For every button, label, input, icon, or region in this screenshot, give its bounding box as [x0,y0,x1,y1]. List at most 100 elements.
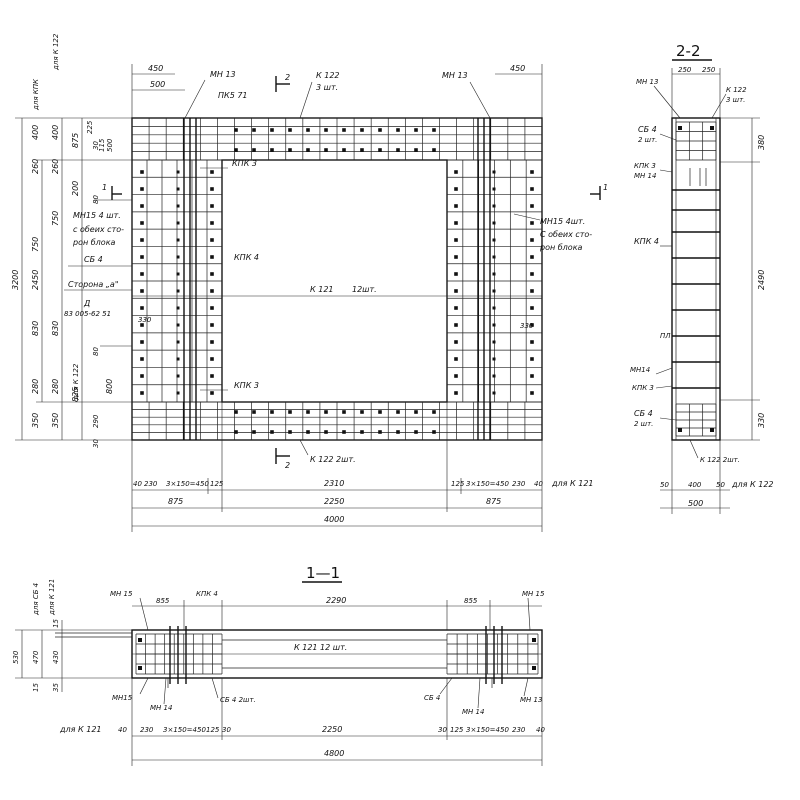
s22-label-kpk3-top: КПК 3 [634,162,656,170]
rebar-node [210,289,214,293]
rebar-node [270,410,274,414]
rebar-node [414,148,418,152]
dim-22-50-right: 50 [716,481,725,489]
label-pk5: ПК5 71 [218,91,248,100]
rebar-node [530,306,534,310]
rebar-node [270,128,274,132]
rebar-node [532,666,536,670]
dim-22-250-a: 250 [678,66,692,74]
rebar-node [360,128,364,132]
s11-label-kpk4: КПК 4 [196,590,218,598]
rebar-node [176,238,180,242]
dim-b-4000: 4000 [324,515,344,524]
dim-260-b: 260 [31,159,40,174]
s11-label-mn15-left: МН 15 [110,590,133,598]
s11-dim-450-left: 3×150=450 [163,726,206,734]
s22-label-kpk4: КПК 4 [634,237,659,246]
section-2-2-outline [671,117,721,441]
rebar-node [234,148,238,152]
dim-b-2250: 2250 [324,497,344,506]
rebar-node [530,289,534,293]
section-1-1-reinforcement [135,626,539,688]
dim-b-875-left: 875 [168,497,183,506]
rebar-node [492,323,496,327]
rebar-node [530,340,534,344]
dim-b-40-left: 40 [133,480,142,488]
s22-label-k122: К 122 [726,86,747,94]
rebar-node [140,170,144,174]
rebar-node [530,391,534,395]
dim-400-b: 400 [31,125,40,140]
s11-label-sb4-left: СБ 4 2шт. [220,696,256,704]
dim-b-230-left: 230 [144,480,158,488]
rebar-node [454,221,458,225]
inner-labels: КПК 3 КПК 4 К 121 12шт. КПК 3 [132,159,542,391]
dim-825: 825 [71,387,80,402]
dim-b-2310: 2310 [324,479,344,488]
s11-dim-230-left: 230 [140,726,154,734]
section-mark-1-left: 1 [102,183,107,192]
s11-label-mn15-bottom: МН15 [112,694,133,702]
bottom-dimensions: 40 230 3×150=450 125 2310 125 3×150=450 … [131,402,594,532]
section-2-2-view: 2-2 250 250 МН 13 К 122 3 шт. СБ 4 2 шт.… [630,42,774,514]
rebar-node [288,148,292,152]
bottom-marks: 2 К 122 2шт. [275,439,356,470]
dim-350-b: 350 [31,413,40,428]
rebar-node [530,374,534,378]
dim-b-125-right: 125 [451,480,465,488]
dim-830-b: 830 [31,321,40,336]
s22-label-kpk3-bottom: КПК 3 [632,384,654,392]
rebar-node [210,204,214,208]
dim-80-bottom: 80 [92,347,100,356]
s22-label-sb4: СБ 4 [638,125,657,134]
s22-label-mn13: МН 13 [636,78,658,86]
s11-label-mn14-right: МН 14 [462,708,484,716]
s22-label-sb4-bottom: СБ 4 [634,409,653,418]
rebar-node [288,128,292,132]
window-opening [221,159,448,403]
section-mark-2-top: 2 [285,73,290,82]
rebar-node [176,187,180,191]
s11-dim-40-right: 40 [536,726,545,734]
rebar-node [492,374,496,378]
note-sb4: СБ 4 [84,255,103,264]
dim-800: 800 [105,379,114,394]
s11-dim-530: 530 [12,650,20,664]
dim-22-2490: 2490 [757,270,766,290]
dim-22-for-k122: для К 122 [731,480,774,489]
rebar-node [140,204,144,208]
rebar-node [176,204,180,208]
rebar-node [306,128,310,132]
dim-350-a: 350 [51,413,60,428]
section-2-2-reinforcement [672,118,720,440]
rebar-node [342,430,346,434]
rebar-node [492,221,496,225]
top-dimensions: 450 500 450 МН 13 ПК5 71 К 122 3 шт. МН … [131,64,543,119]
rebar-node [532,638,536,642]
s11-dim-430: 430 [52,650,60,664]
s11-vlabel-k121: для К 121 [48,579,56,616]
rebar-node [234,128,238,132]
rebar-node [210,340,214,344]
rebar-node [454,391,458,395]
rebar-node [210,255,214,259]
rebar-node [140,340,144,344]
s11-dim-125-left: 125 [206,726,220,734]
dim-left-2450: 2450 [31,270,40,290]
rebar-node [252,148,256,152]
rebar-node [710,428,714,432]
reinforcement-mesh [131,117,543,441]
rebar-node [492,238,496,242]
rebar-node [492,272,496,276]
section-1-1-view: 1—1 для СБ 4 для К 121 15 470 430 15 35 … [12,564,545,766]
rebar-node [140,323,144,327]
rebar-node [432,430,436,434]
dim-30: 30 [92,141,100,150]
dim-750-b: 750 [31,237,40,252]
rebar-node [270,430,274,434]
rebar-node [530,323,534,327]
rebar-node [210,272,214,276]
s22-label-sb4-qty: 2 шт. [638,136,657,144]
rebar-node [140,289,144,293]
rebar-node [210,187,214,191]
